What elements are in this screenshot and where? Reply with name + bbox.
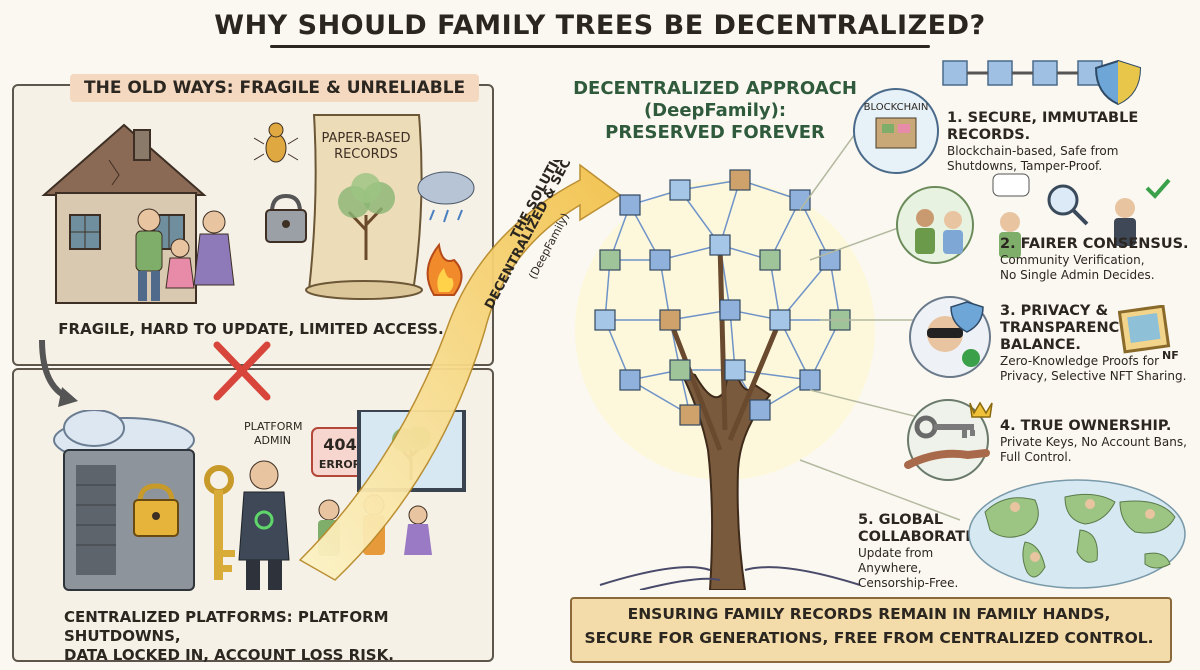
solution-arrow: THE SOLUTION: DECENTRALIZED & SECURE (De… bbox=[298, 160, 622, 581]
error-code: 404 bbox=[323, 435, 356, 454]
old-ways-badge: THE OLD WAYS: FRAGILE & UNRELIABLE bbox=[70, 74, 480, 102]
privacy-illustration bbox=[909, 296, 991, 378]
benefit-4: 4. TRUE OWNERSHIP. Private Keys, No Acco… bbox=[1000, 418, 1195, 465]
paper-label-line2: RECORDS bbox=[334, 147, 398, 162]
ownership-illustration bbox=[904, 399, 993, 481]
old-ways-illustration: PAPER-BASED RECORDS bbox=[41, 114, 475, 304]
family-figures bbox=[135, 208, 235, 301]
nft-frame-icon: NFT bbox=[1118, 305, 1178, 362]
consensus-illustration bbox=[896, 173, 1171, 264]
error-word: ERROR bbox=[319, 458, 362, 471]
admin-label-line1: PLATFORM bbox=[244, 420, 303, 433]
benefit-3-title-line2: TRANSPARENCY bbox=[1000, 320, 1130, 336]
key-icon bbox=[204, 465, 235, 580]
conclusion-banner-text: ENSURING FAMILY RECORDS REMAIN IN FAMILY… bbox=[570, 602, 1168, 650]
tree-trunk bbox=[599, 244, 861, 590]
paper-label-line1: PAPER-BASED bbox=[322, 131, 411, 146]
conclusion-banner bbox=[570, 597, 1172, 663]
padlock-icon bbox=[265, 193, 307, 243]
blockchain-illustration: BLOCKCHAIN bbox=[853, 59, 1142, 174]
server-icon bbox=[63, 449, 195, 591]
decentralized-heading-line3: PRESERVED FOREVER bbox=[605, 122, 825, 143]
checkmark-icon bbox=[1145, 178, 1171, 199]
blockchain-label: BLOCKCHAIN bbox=[864, 102, 929, 113]
termite-icon bbox=[253, 122, 299, 163]
benefit-4-desc-line2: Full Control. bbox=[1000, 450, 1072, 464]
scroll-icon: PAPER-BASED RECORDS bbox=[305, 114, 423, 300]
old-ways-caption: FRAGILE, HARD TO UPDATE, LIMITED ACCESS. bbox=[58, 320, 444, 338]
benefit-3-desc-line2: Privacy, Selective NFT Sharing. bbox=[1000, 369, 1187, 383]
benefit-4-title: 4. TRUE OWNERSHIP. bbox=[1000, 418, 1172, 434]
benefit-1-title: 1. SECURE, IMMUTABLE RECORDS. bbox=[947, 110, 1139, 143]
title-underline bbox=[270, 45, 930, 48]
error-bubble: 404 ERROR bbox=[311, 427, 369, 477]
benefit-2: 2. FAIRER CONSENSUS. Community Verificat… bbox=[1000, 236, 1190, 283]
banner-line1: ENSURING FAMILY RECORDS REMAIN IN FAMILY… bbox=[627, 605, 1111, 623]
benefit-3-title-line3: BALANCE. bbox=[1000, 337, 1081, 353]
benefit-5-title-line2: COLLABORATION. bbox=[858, 529, 1001, 545]
benefit-1-desc-line2: Shutdowns, Tamper-Proof. bbox=[947, 159, 1103, 173]
benefit-5-desc-line1: Update from Anywhere, bbox=[858, 546, 934, 575]
admin-figure bbox=[238, 460, 290, 590]
benefit-5-title-line1: 5. GLOBAL bbox=[858, 512, 944, 528]
mask-icon bbox=[927, 316, 963, 352]
decentralized-heading-line1: DECENTRALIZED APPROACH bbox=[573, 78, 857, 99]
benefit-2-title: 2. FAIRER CONSENSUS. bbox=[1000, 236, 1189, 252]
rain-cloud-icon bbox=[417, 171, 475, 223]
crown-icon bbox=[969, 401, 993, 418]
admin-label-line2: ADMIN bbox=[254, 434, 291, 447]
page-title: WHY SHOULD FAMILY TREES BE DECENTRALIZED… bbox=[214, 10, 986, 41]
key-icon bbox=[914, 415, 975, 439]
banner-line2: SECURE FOR GENERATIONS, FREE FROM CENTRA… bbox=[584, 629, 1154, 647]
decentralized-heading: DECENTRALIZED APPROACH (DeepFamily): PRE… bbox=[560, 78, 870, 144]
nft-label: NFT bbox=[1162, 349, 1178, 362]
benefit-3: 3. PRIVACY & TRANSPARENCY BALANCE. Zero-… bbox=[1000, 303, 1195, 384]
benefit-3-title-line1: 3. PRIVACY & bbox=[1000, 303, 1109, 319]
decentralized-heading-line2: (DeepFamily): bbox=[643, 100, 787, 121]
benefit-5-desc-line2: Censorship-Free. bbox=[858, 576, 959, 590]
benefit-2-desc-line1: Community Verification, bbox=[1000, 253, 1145, 267]
benefit-3-desc-line1: Zero-Knowledge Proofs for bbox=[1000, 354, 1160, 368]
centralized-caption: CENTRALIZED PLATFORMS: PLATFORM SHUTDOWN… bbox=[14, 608, 488, 665]
magnifier-icon bbox=[1047, 184, 1089, 226]
centralized-caption-line1: CENTRALIZED PLATFORMS: PLATFORM SHUTDOWN… bbox=[64, 608, 389, 645]
shield-icon bbox=[1094, 59, 1142, 106]
globe-map-icon bbox=[968, 479, 1186, 589]
centralized-caption-line2: DATA LOCKED IN, ACCOUNT LOSS RISK. bbox=[64, 646, 394, 664]
benefit-5: 5. GLOBAL COLLABORATION. Update from Any… bbox=[858, 512, 1001, 591]
benefit-2-desc-line2: No Single Admin Decides. bbox=[1000, 268, 1155, 282]
benefit-1: 1. SECURE, IMMUTABLE RECORDS. Blockchain… bbox=[947, 110, 1187, 174]
transition-marks bbox=[39, 339, 271, 407]
fire-icon bbox=[426, 242, 463, 296]
chain-icon bbox=[942, 60, 1103, 86]
benefit-4-desc-line1: Private Keys, No Account Bans, bbox=[1000, 435, 1187, 449]
cross-icon bbox=[213, 341, 271, 401]
benefit-1-desc-line1: Blockchain-based, Safe from bbox=[947, 144, 1119, 158]
